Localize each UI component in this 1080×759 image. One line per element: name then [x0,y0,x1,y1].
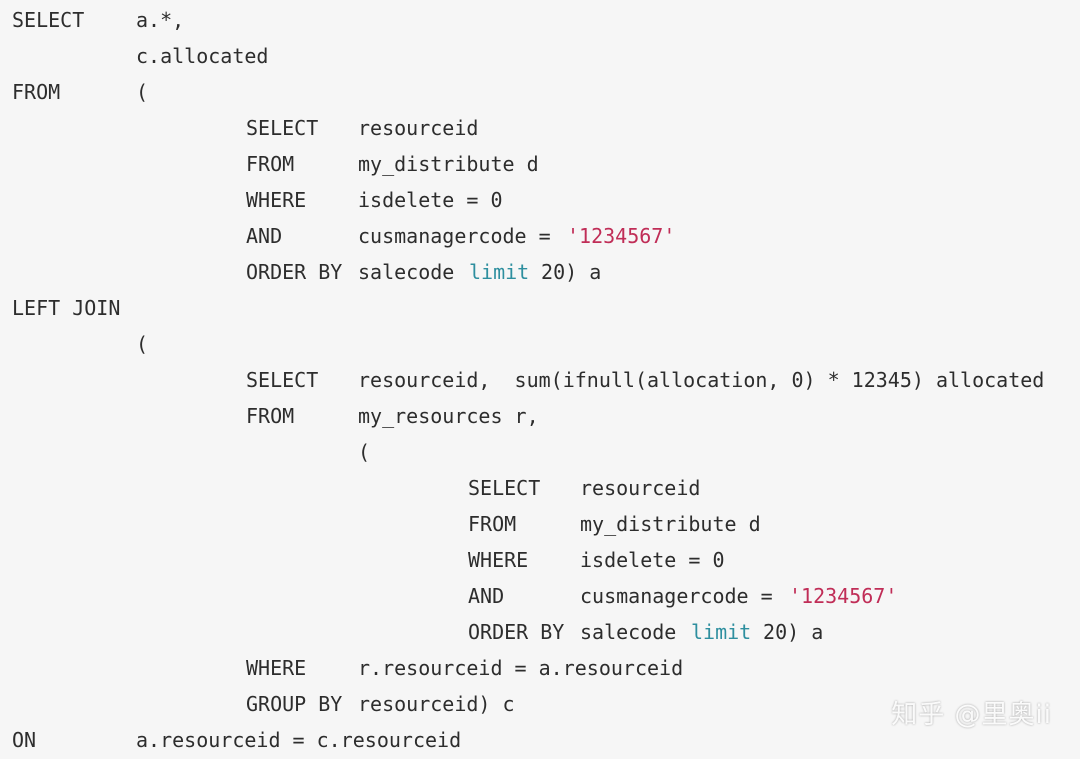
sql-keyword: AND [246,224,283,248]
sql-text: cusmanagercode = [580,584,785,608]
sql-text: resourceid, sum(ifnull(allocation, 0) * … [358,368,1045,392]
sql-keyword: FROM [468,512,517,536]
code-line: ( [0,434,1080,470]
code-line: ORDER BY salecode limit 20) a [0,614,1080,650]
sql-text: ( [136,80,149,104]
sql-text: my_distribute d [580,512,761,536]
sql-limit-keyword: limit [691,620,752,644]
code-line: ORDER BY salecode limit 20) a [0,254,1080,290]
sql-text: ( [136,332,149,356]
sql-keyword: FROM [246,152,295,176]
code-line: GROUP BY resourceid) c [0,686,1080,722]
sql-text: my_distribute d [358,152,539,176]
sql-keyword: GROUP BY [246,692,343,716]
code-line: WHERE isdelete = 0 [0,182,1080,218]
sql-text: a.*, [136,8,185,32]
code-line: FROM my_distribute d [0,146,1080,182]
sql-text: 20) a [751,620,824,644]
code-line: c.allocated [0,38,1080,74]
zhihu-watermark: 知乎 @里奥ii [891,700,1052,730]
code-line: FROM my_distribute d [0,506,1080,542]
code-line: WHERE r.resourceid = a.resourceid [0,650,1080,686]
sql-text: salecode [358,260,467,284]
sql-keyword: SELECT [12,8,85,32]
sql-text: 20) a [529,260,602,284]
sql-text: a.resourceid = c.resourceid [136,728,462,752]
code-line: LEFT JOIN [0,290,1080,326]
sql-keyword: ORDER BY [468,620,565,644]
sql-keyword: SELECT [246,368,319,392]
sql-keyword: FROM [12,80,61,104]
code-line: SELECT resourceid [0,110,1080,146]
sql-keyword: WHERE [246,188,307,212]
code-line: ( [0,326,1080,362]
code-line: FROM ( [0,74,1080,110]
sql-keyword: SELECT [246,116,319,140]
sql-text: cusmanagercode = [358,224,563,248]
sql-keyword: SELECT [468,476,541,500]
sql-string-literal: '1234567' [789,584,898,608]
sql-text: salecode [580,620,689,644]
code-line: SELECT resourceid, sum(ifnull(allocation… [0,362,1080,398]
sql-text: resourceid) c [358,692,515,716]
sql-keyword: ORDER BY [246,260,343,284]
sql-keyword: FROM [246,404,295,428]
sql-text: isdelete = 0 [580,548,725,572]
code-line: FROM my_resources r, [0,398,1080,434]
code-line: AND cusmanagercode = '1234567' [0,218,1080,254]
sql-text: resourceid [580,476,701,500]
code-line: ON a.resourceid = c.resourceid [0,722,1080,758]
sql-text: resourceid [358,116,479,140]
sql-limit-keyword: limit [469,260,530,284]
sql-keyword: ON [12,728,37,752]
sql-keyword: WHERE [246,656,307,680]
sql-text: r.resourceid = a.resourceid [358,656,684,680]
sql-text: ( [358,440,371,464]
code-line: AND cusmanagercode = '1234567' [0,578,1080,614]
code-line: SELECT a.*, [0,2,1080,38]
sql-text: isdelete = 0 [358,188,503,212]
code-line: SELECT resourceid [0,470,1080,506]
sql-keyword: WHERE [468,548,529,572]
code-line: WHERE isdelete = 0 [0,542,1080,578]
sql-text: my_resources r, [358,404,539,428]
sql-keyword: LEFT JOIN [12,296,121,320]
sql-keyword: AND [468,584,505,608]
sql-text: c.allocated [136,44,269,68]
sql-string-literal: '1234567' [567,224,676,248]
